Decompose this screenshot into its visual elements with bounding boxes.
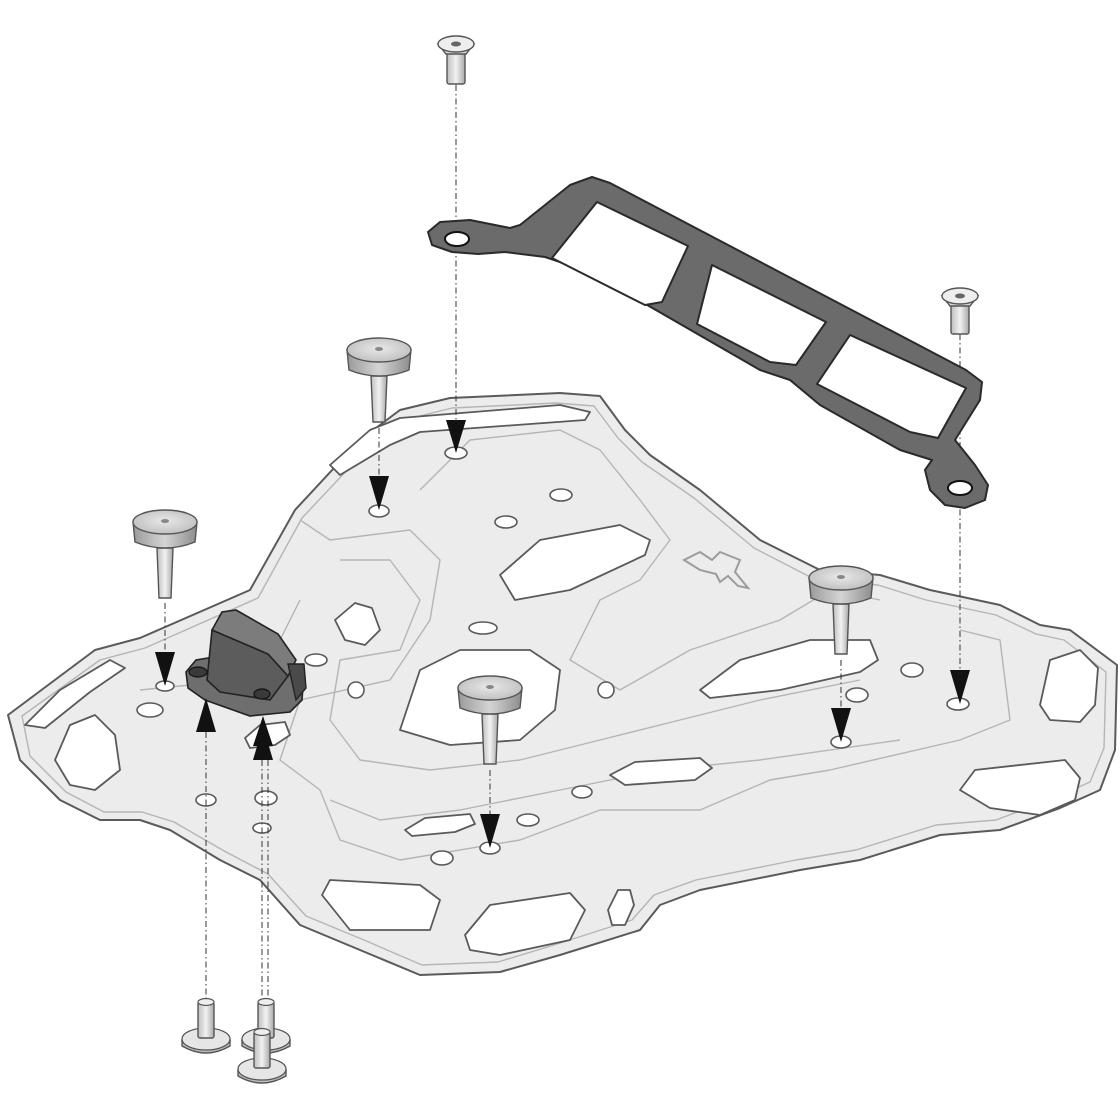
plate-rib-center [419, 429, 881, 691]
bracket-hole-left [444, 231, 470, 247]
latch-block-top [210, 609, 297, 678]
bracket-hole-right [947, 480, 973, 496]
hole [516, 813, 540, 827]
support-bracket [427, 176, 989, 509]
hole [597, 681, 615, 699]
base-plate-edge-line [21, 402, 1107, 966]
plate-cutout-rear-top [499, 524, 651, 601]
rubber-mount [457, 675, 523, 765]
flange-bolt [237, 1027, 287, 1084]
flat-head-screw [436, 35, 476, 85]
plate-cutout-right-edge [1039, 649, 1099, 723]
hole [845, 687, 869, 703]
plate-slot-front-lower [404, 813, 476, 837]
latch-tab [287, 663, 307, 702]
bracket-window-3 [816, 334, 967, 439]
bracket-window-2 [696, 264, 827, 366]
arrow-down-icon [831, 708, 851, 742]
arrow-down-icon [446, 420, 466, 453]
hole [347, 681, 365, 699]
plate-cutout-right-front [959, 759, 1081, 816]
arrow-up-icon [196, 698, 216, 732]
plate-slot-left-edge [24, 659, 126, 729]
plate-slot-front-small [607, 889, 635, 926]
plate-cutout-right [699, 639, 879, 699]
rubber-mount [808, 565, 874, 655]
hole [304, 653, 328, 667]
plate-rib-left [279, 519, 1011, 861]
latch-hole [253, 688, 271, 700]
plate-cutout-left-small [334, 602, 381, 646]
hole [946, 697, 970, 711]
arrow-down-icon [369, 476, 389, 510]
plate-slot-right-center [609, 757, 713, 786]
hole [254, 790, 278, 806]
hole [494, 515, 518, 529]
plate-cutout-left-edge [54, 714, 121, 791]
plate-cutout-front-mid [464, 892, 586, 956]
plate-logo [681, 550, 751, 590]
hole [900, 662, 924, 678]
lock-latch [185, 609, 307, 717]
arrow-down-icon [950, 670, 970, 704]
rubber-mount [346, 337, 412, 423]
latch-hole [188, 666, 208, 678]
arrow-down-icon [155, 652, 175, 686]
plate-rib-front [329, 739, 901, 821]
hole [468, 621, 498, 635]
plate-cutout-front-left [321, 879, 441, 931]
flat-head-screw [940, 287, 980, 335]
rubber-mount [132, 509, 198, 599]
assembly-arrows [155, 420, 970, 848]
hole [136, 702, 164, 718]
flange-bolt [181, 997, 231, 1054]
hole [430, 850, 454, 866]
base-plate-outline [7, 392, 1118, 976]
plate-rib-inner [329, 559, 861, 771]
arrow-down-icon [480, 814, 500, 848]
hole [571, 785, 593, 799]
hole [549, 488, 573, 502]
arrow-up-icon [253, 716, 273, 746]
plate-slot-top [329, 404, 591, 476]
bracket-window-1 [551, 201, 689, 306]
